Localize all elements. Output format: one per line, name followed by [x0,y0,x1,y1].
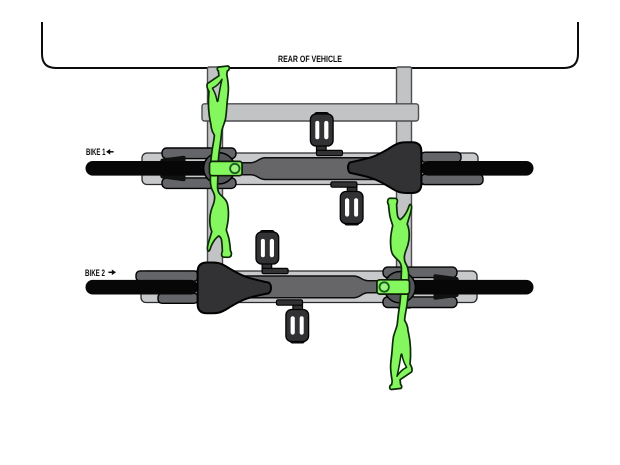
svg-text:BIKE 1: BIKE 1 [86,146,106,157]
svg-text:BIKE 2: BIKE 2 [85,267,105,278]
svg-text:REAR OF VEHICLE: REAR OF VEHICLE [278,54,342,64]
